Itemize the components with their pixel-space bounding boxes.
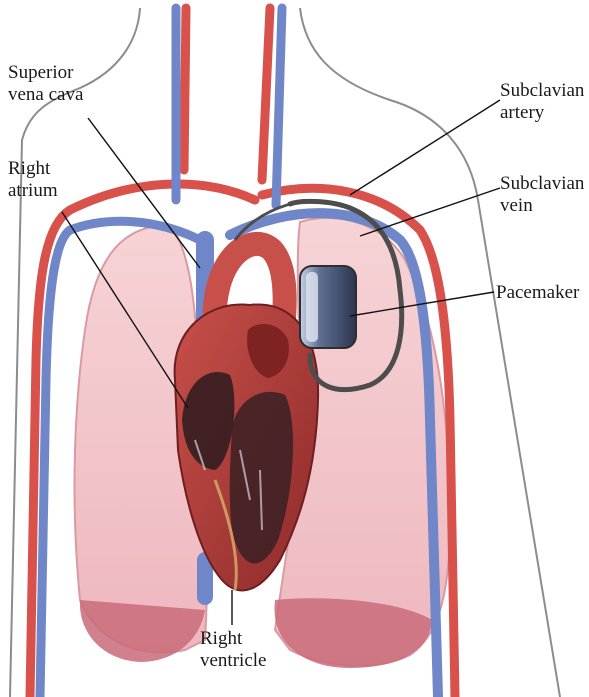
label-superior-vena-cava: Superior vena cava [8, 62, 83, 106]
label-right-atrium: Right atrium [8, 158, 58, 202]
label-subclavian-artery: Subclavian artery [500, 80, 584, 124]
label-right-atrium-line1: Right [8, 158, 58, 180]
leader-subclavian-artery [350, 100, 500, 195]
label-superior-vena-cava-line1: Superior [8, 62, 83, 84]
label-subclavian-artery-line2: artery [500, 102, 584, 124]
label-pacemaker-line1: Pacemaker [496, 282, 579, 304]
label-superior-vena-cava-line2: vena cava [8, 84, 83, 106]
label-right-ventricle: Right ventricle [200, 628, 266, 672]
label-subclavian-vein-line1: Subclavian [500, 173, 584, 195]
label-pacemaker: Pacemaker [496, 282, 579, 304]
label-subclavian-vein: Subclavian vein [500, 173, 584, 217]
label-subclavian-vein-line2: vein [500, 195, 584, 217]
label-right-atrium-line2: atrium [8, 180, 58, 202]
label-right-ventricle-line1: Right [200, 628, 266, 650]
label-subclavian-artery-line1: Subclavian [500, 80, 584, 102]
label-right-ventricle-line2: ventricle [200, 650, 266, 672]
